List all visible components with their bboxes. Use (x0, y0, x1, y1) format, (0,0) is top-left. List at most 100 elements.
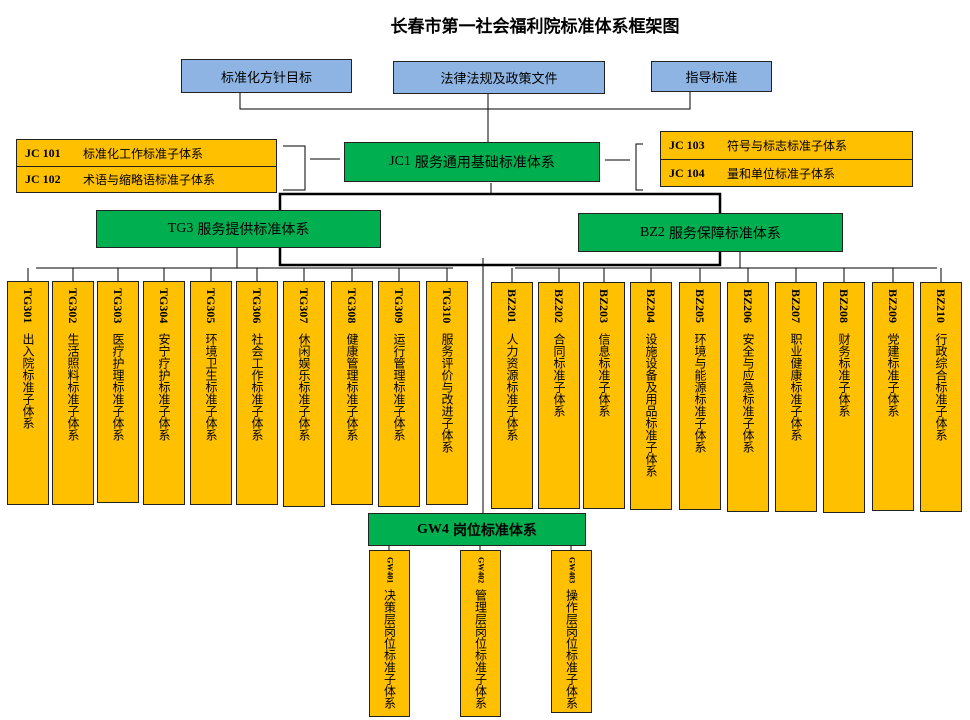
jc101-row: JC 101 标准化工作标准子体系 (17, 140, 276, 166)
subsystem-code: JC 104 (669, 165, 705, 180)
subsystem-label: 行政综合标准子体系 (934, 333, 948, 442)
subsystem-code: TG303 (111, 288, 125, 324)
subsystem-code: TG301 (21, 288, 35, 324)
subsystem-label: 操作层岗位标准子体系 (564, 589, 579, 710)
gw403-subsystem-box: GW403 操作层岗位标准子体系 (551, 550, 592, 713)
subsystem-label: 服务评价与改进子体系 (440, 333, 454, 454)
subsystem-code: GW401 (385, 557, 395, 584)
system-label: 服务提供标准体系 (197, 222, 310, 238)
subsystem-label: 安全与应急标准子体系 (741, 333, 755, 454)
tg302-subsystem-box: TG302 生活照料标准子体系 (52, 281, 94, 505)
subsystem-label: 术语与缩略语标准子体系 (83, 173, 216, 187)
bz209-subsystem-box: BZ209 党建标准子体系 (872, 282, 914, 511)
subsystem-code: BZ204 (644, 289, 658, 324)
subsystem-code: BZ206 (741, 289, 755, 324)
subsystem-code: GW402 (476, 557, 486, 584)
subsystem-code: BZ201 (505, 289, 519, 324)
system-code: BZ2 (640, 224, 665, 240)
bz204-subsystem-box: BZ204 设施设备及用品标准子体系 (630, 282, 672, 510)
subsystem-label: 设施设备及用品标准子体系 (644, 333, 658, 478)
subsystem-label: 生活照料标准子体系 (66, 333, 80, 442)
subsystem-label: 运行管理标准子体系 (392, 333, 406, 442)
system-code: TG3 (167, 221, 194, 236)
subsystem-label: 标准化工作标准子体系 (83, 146, 204, 161)
subsystem-label: 信息标准子体系 (597, 333, 611, 418)
subsystem-label: 安宁疗护标准子体系 (157, 333, 171, 442)
subsystem-label: 人力资源标准子体系 (505, 333, 519, 442)
subsystem-code: BZ202 (552, 289, 566, 324)
basis-laws-regulations: 法律法规及政策文件 (393, 61, 605, 94)
subsystem-label: 休闲娱乐标准子体系 (297, 333, 311, 442)
subsystem-code: TG310 (440, 288, 454, 324)
subsystem-code: BZ208 (837, 289, 851, 324)
subsystem-label: 社会工作标准子体系 (250, 333, 264, 442)
subsystem-code: GW403 (567, 557, 577, 584)
bz205-subsystem-box: BZ205 环境与能源标准子体系 (679, 282, 721, 510)
subsystem-label: 职业健康标准子体系 (789, 333, 803, 442)
gw402-subsystem-box: GW402 管理层岗位标准子体系 (460, 550, 501, 717)
subsystem-label: 合同标准子体系 (552, 333, 566, 418)
system-label: 岗位标准体系 (452, 522, 537, 539)
jc102-row: JC 102 术语与缩略语标准子体系 (17, 166, 276, 192)
bz208-subsystem-box: BZ208 财务标准子体系 (823, 282, 865, 513)
tg309-subsystem-box: TG309 运行管理标准子体系 (378, 281, 420, 507)
tg301-subsystem-box: TG301 出入院标准子体系 (7, 281, 49, 505)
bz202-subsystem-box: BZ202 合同标准子体系 (538, 282, 580, 509)
subsystem-code: TG306 (250, 288, 264, 324)
gw401-subsystem-box: GW401 决策层岗位标准子体系 (369, 550, 410, 717)
subsystem-code: TG307 (297, 288, 311, 324)
subsystem-code: BZ209 (886, 289, 900, 324)
subsystem-label: 健康管理标准子体系 (345, 333, 359, 442)
bz207-subsystem-box: BZ207 职业健康标准子体系 (775, 282, 817, 512)
subsystem-code: BZ203 (597, 289, 611, 324)
tg303-subsystem-box: TG303 医疗护理标准子体系 (97, 281, 139, 503)
subsystem-code: TG309 (392, 288, 406, 324)
subsystem-label: 财务标准子体系 (837, 333, 851, 418)
subsystem-code: TG304 (157, 288, 171, 324)
subsystem-code: JC 101 (25, 145, 61, 160)
basis-policy-goals: 标准化方针目标 (181, 59, 352, 93)
jc-left-group: JC 101 标准化工作标准子体系 JC 102 术语与缩略语标准子体系 (16, 139, 277, 193)
jc-right-group: JC 103 符号与标志标准子体系 JC 104 量和单位标准子体系 (660, 131, 913, 187)
system-label: 服务通用基础标准体系 (414, 155, 555, 171)
bz201-subsystem-box: BZ201 人力资源标准子体系 (491, 282, 533, 509)
subsystem-label: 出入院标准子体系 (21, 333, 35, 430)
tg306-subsystem-box: TG306 社会工作标准子体系 (236, 281, 278, 505)
tg304-subsystem-box: TG304 安宁疗护标准子体系 (143, 281, 185, 505)
tg305-subsystem-box: TG305 环境卫生标准子体系 (190, 281, 232, 505)
subsystem-code: JC 102 (25, 172, 61, 186)
system-label: 服务保障标准体系 (668, 225, 781, 242)
subsystem-code: JC 103 (669, 138, 705, 152)
subsystem-code: BZ205 (693, 289, 707, 324)
subsystem-code: TG305 (204, 288, 218, 324)
subsystem-label: 决策层岗位标准子体系 (382, 589, 397, 710)
subsystem-label: 环境卫生标准子体系 (204, 333, 218, 442)
subsystem-code: TG302 (66, 288, 80, 324)
tg310-subsystem-box: TG310 服务评价与改进子体系 (426, 281, 468, 505)
bz203-subsystem-box: BZ203 信息标准子体系 (583, 282, 625, 509)
subsystem-label: 医疗护理标准子体系 (111, 333, 125, 442)
jc103-row: JC 103 符号与标志标准子体系 (661, 132, 912, 159)
subsystem-code: BZ207 (789, 289, 803, 324)
jc104-row: JC 104 量和单位标准子体系 (661, 159, 912, 186)
subsystem-label: 环境与能源标准子体系 (693, 333, 707, 454)
tg307-subsystem-box: TG307 休闲娱乐标准子体系 (283, 281, 325, 507)
bz206-subsystem-box: BZ206 安全与应急标准子体系 (727, 282, 769, 512)
tg308-subsystem-box: TG308 健康管理标准子体系 (331, 281, 373, 505)
subsystem-code: TG308 (345, 288, 359, 324)
subsystem-label: 管理层岗位标准子体系 (473, 589, 488, 710)
subsystem-label: 党建标准子体系 (886, 333, 900, 418)
subsystem-label: 符号与标志标准子体系 (727, 139, 848, 153)
basis-guiding-standards: 指导标准 (651, 61, 772, 92)
diagram-title: 长春市第一社会福利院标准体系框架图 (390, 17, 680, 37)
system-code: JC1 (389, 154, 411, 169)
subsystem-label: 量和单位标准子体系 (727, 166, 836, 181)
system-code: GW4 (417, 521, 449, 537)
